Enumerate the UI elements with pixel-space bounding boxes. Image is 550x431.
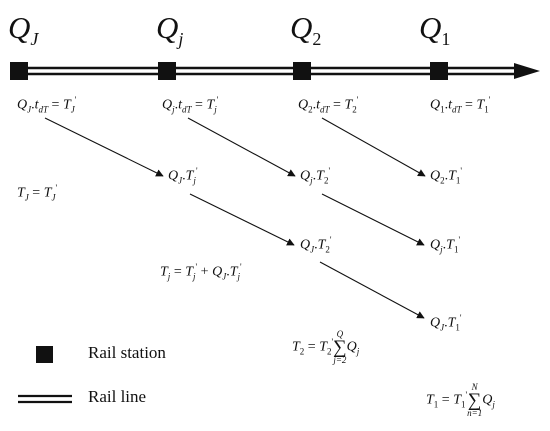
station-label-q2: Q2	[290, 10, 322, 50]
product-qj-T1: Qj.T1'	[430, 235, 461, 255]
product-qJ-Tj: QJ.Tj'	[168, 166, 198, 186]
station-marker-q1	[430, 62, 448, 80]
arrow-6	[319, 261, 425, 319]
product-qJ-T2: QJ.T2'	[300, 235, 332, 255]
station-label-qj: Qj	[156, 10, 184, 50]
legend-line-label: Rail line	[88, 387, 147, 406]
total-eq-T1: T1 = T1'N∑n=1Qj	[426, 382, 495, 418]
product-q2-T1: Q2.T1'	[430, 166, 463, 186]
legend-station-label: Rail station	[88, 343, 166, 362]
total-eq-TJ: TJ = TJ'	[17, 183, 58, 203]
departure-eq-qj: Qj.tdT = Tj'	[162, 95, 219, 115]
arrow-4	[189, 193, 295, 246]
total-eq-T2: T2 = T2'Q∑j=2Qj	[292, 329, 360, 365]
rail-line	[14, 63, 540, 79]
product-qj-T2: Qj.T2'	[300, 166, 331, 186]
station-label-qJ: QJ	[8, 10, 39, 50]
sum-operator-t1: N∑n=1	[467, 382, 483, 418]
station-marker-qj	[158, 62, 176, 80]
station-marker-q2	[293, 62, 311, 80]
departure-eq-q1: Q1.tdT = T1'	[430, 95, 491, 115]
total-eq-Tj: Tj = Tj' + QJ.Tj'	[160, 262, 242, 282]
departure-eq-qJ: QJ.tdT = TJ'	[17, 95, 77, 115]
legend-station-symbol	[36, 346, 53, 363]
legend-line-symbol	[18, 394, 72, 404]
station-label-q1: Q1	[419, 10, 451, 50]
arrow-3	[321, 117, 426, 177]
sum-operator-t2: Q∑j=2	[333, 329, 347, 365]
product-qJ-T1: QJ.T1'	[430, 313, 462, 333]
arrow-1	[44, 117, 164, 177]
arrow-5	[321, 193, 425, 246]
rail-direction-arrowhead	[514, 63, 540, 79]
station-marker-qJ	[10, 62, 28, 80]
arrow-2	[187, 117, 296, 177]
departure-eq-q2: Q2.tdT = T2'	[298, 95, 359, 115]
